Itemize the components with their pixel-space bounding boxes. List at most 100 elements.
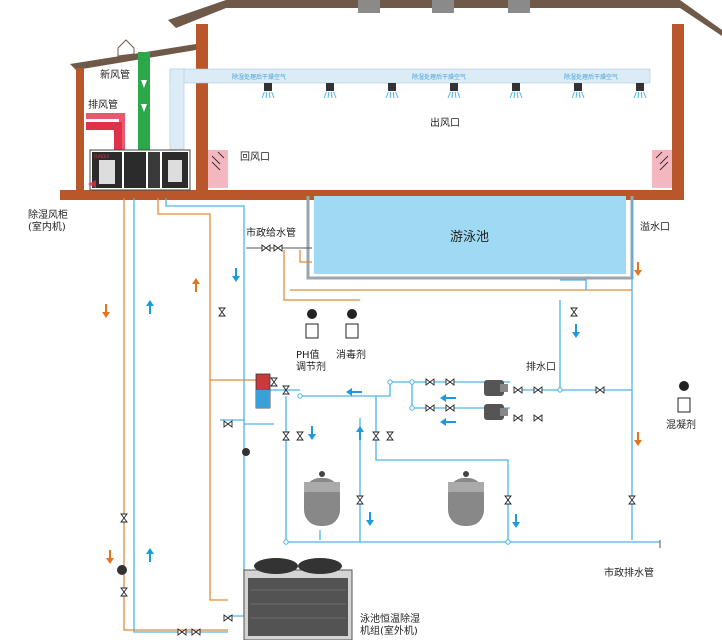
valve-icon <box>445 404 455 412</box>
valve-icon <box>177 628 187 636</box>
pipe-junction <box>409 379 415 385</box>
flow-arrow <box>146 548 154 562</box>
valve-icon <box>386 431 394 441</box>
heat-exchanger-icon <box>255 373 271 409</box>
skylight <box>358 0 380 13</box>
chemical-tank <box>305 323 319 339</box>
outdoor-unit-label-line1: 泳池恒温除湿 <box>360 612 420 625</box>
left-wall <box>196 24 208 196</box>
pump-icon <box>117 565 127 575</box>
valve-icon <box>356 495 364 505</box>
brand-label: FUNDIX <box>94 154 109 159</box>
ph-label-line2: 调节剂 <box>296 360 326 373</box>
flow-arrow <box>346 388 362 396</box>
chemical-tank <box>345 323 359 339</box>
ph-label-line1: PH值 <box>296 348 320 361</box>
valve-icon <box>425 378 435 386</box>
flow-arrow <box>572 324 580 338</box>
flow-arrow <box>366 512 374 526</box>
flow-arrow <box>308 426 316 440</box>
filter-tank-icon <box>448 471 484 526</box>
pool-label: 游泳池 <box>450 230 489 245</box>
piping <box>123 198 661 633</box>
floor <box>60 190 684 200</box>
valve-icon <box>425 404 435 412</box>
valves <box>120 244 636 636</box>
fresh-air-duct-label: 新风管 <box>100 68 130 81</box>
air-diffuser-icon <box>509 83 523 99</box>
supply-duct: 除湿处理后干燥空气 除湿处理后干燥空气 除湿处理后干燥空气 <box>169 68 651 160</box>
valve-icon <box>533 414 543 422</box>
dosing-pump-icon <box>347 309 357 319</box>
chemical-tank <box>677 397 691 413</box>
flow-arrow <box>512 514 520 528</box>
valve-icon <box>533 386 543 394</box>
valve-icon <box>628 495 636 505</box>
pipe-junction <box>387 379 393 385</box>
valve-icon <box>120 513 128 523</box>
pump-icon <box>242 448 250 456</box>
coagulant-dosing-pump <box>677 381 691 413</box>
flow-arrow <box>440 394 456 402</box>
flow-arrow <box>232 268 240 282</box>
valve-icon <box>120 587 128 597</box>
ph-dosing-pump <box>305 309 319 339</box>
cabinet-label-line1: 除湿风柜 <box>28 208 68 221</box>
flow-arrow <box>634 432 642 446</box>
valve-icon <box>218 307 226 317</box>
air-diffuser-icon <box>261 83 275 99</box>
flow-arrows <box>102 262 642 564</box>
valve-icon <box>282 385 290 395</box>
labels: 新风管 排风管 除湿风柜 (室内机) 回风口 出风口 游泳池 市政给水管 溢水口… <box>28 68 696 637</box>
return-air-grille-left <box>208 150 228 188</box>
return-air-label: 回风口 <box>240 151 270 163</box>
return-air-grille-right <box>652 150 672 188</box>
supply-air-label: 出风口 <box>430 116 460 129</box>
dosing-pump-icon <box>307 309 317 319</box>
skylight <box>508 0 530 13</box>
outdoor-unit-label-line2: 机组(室外机) <box>360 624 418 637</box>
disinfectant-label: 消毒剂 <box>336 348 366 361</box>
building <box>60 0 722 200</box>
skylight <box>432 0 454 13</box>
disinfectant-dosing-pump <box>345 309 359 339</box>
side-room-wall <box>76 68 84 192</box>
pipe-junction <box>505 539 511 545</box>
air-diffuser-icon <box>323 83 337 99</box>
air-diffuser-icon <box>633 83 647 99</box>
valve-icon <box>261 244 271 252</box>
air-diffuser-icon <box>385 83 399 99</box>
outdoor-unit <box>243 558 353 640</box>
cabinet-label-line2: (室内机) <box>28 220 66 233</box>
valve-icon <box>570 307 578 317</box>
filter-tank-icon <box>304 471 340 526</box>
valve-icon <box>595 386 605 394</box>
valve-icon <box>270 377 278 387</box>
duct-text-1: 除湿处理后干燥空气 <box>232 73 286 81</box>
pool-water <box>314 196 626 274</box>
pump-icon <box>484 380 508 396</box>
exhaust-air-duct <box>86 113 125 160</box>
air-diffuser-icon <box>447 83 461 99</box>
valve-icon <box>513 414 523 422</box>
valve-icon <box>282 431 290 441</box>
flow-arrow <box>106 550 114 564</box>
pipe-junction <box>557 387 563 393</box>
pipe-junction <box>283 539 289 545</box>
valve-icon <box>504 495 512 505</box>
valve-icon <box>191 628 201 636</box>
duct-text-3: 除湿处理后干燥空气 <box>564 73 618 81</box>
city-water-label: 市政给水管 <box>246 226 296 239</box>
valve-icon <box>223 614 233 622</box>
pipe-junction <box>409 405 415 411</box>
flow-arrow <box>356 426 364 440</box>
indoor-cabinet: FUNDIX <box>88 149 191 191</box>
flow-arrow <box>102 304 110 318</box>
pipe-junction <box>297 393 303 399</box>
valve-icon <box>445 378 455 386</box>
valve-icon <box>273 244 283 252</box>
flow-arrow <box>192 278 200 292</box>
dosing-pump-icon <box>679 381 689 391</box>
coagulant-label: 混凝剂 <box>666 418 696 431</box>
